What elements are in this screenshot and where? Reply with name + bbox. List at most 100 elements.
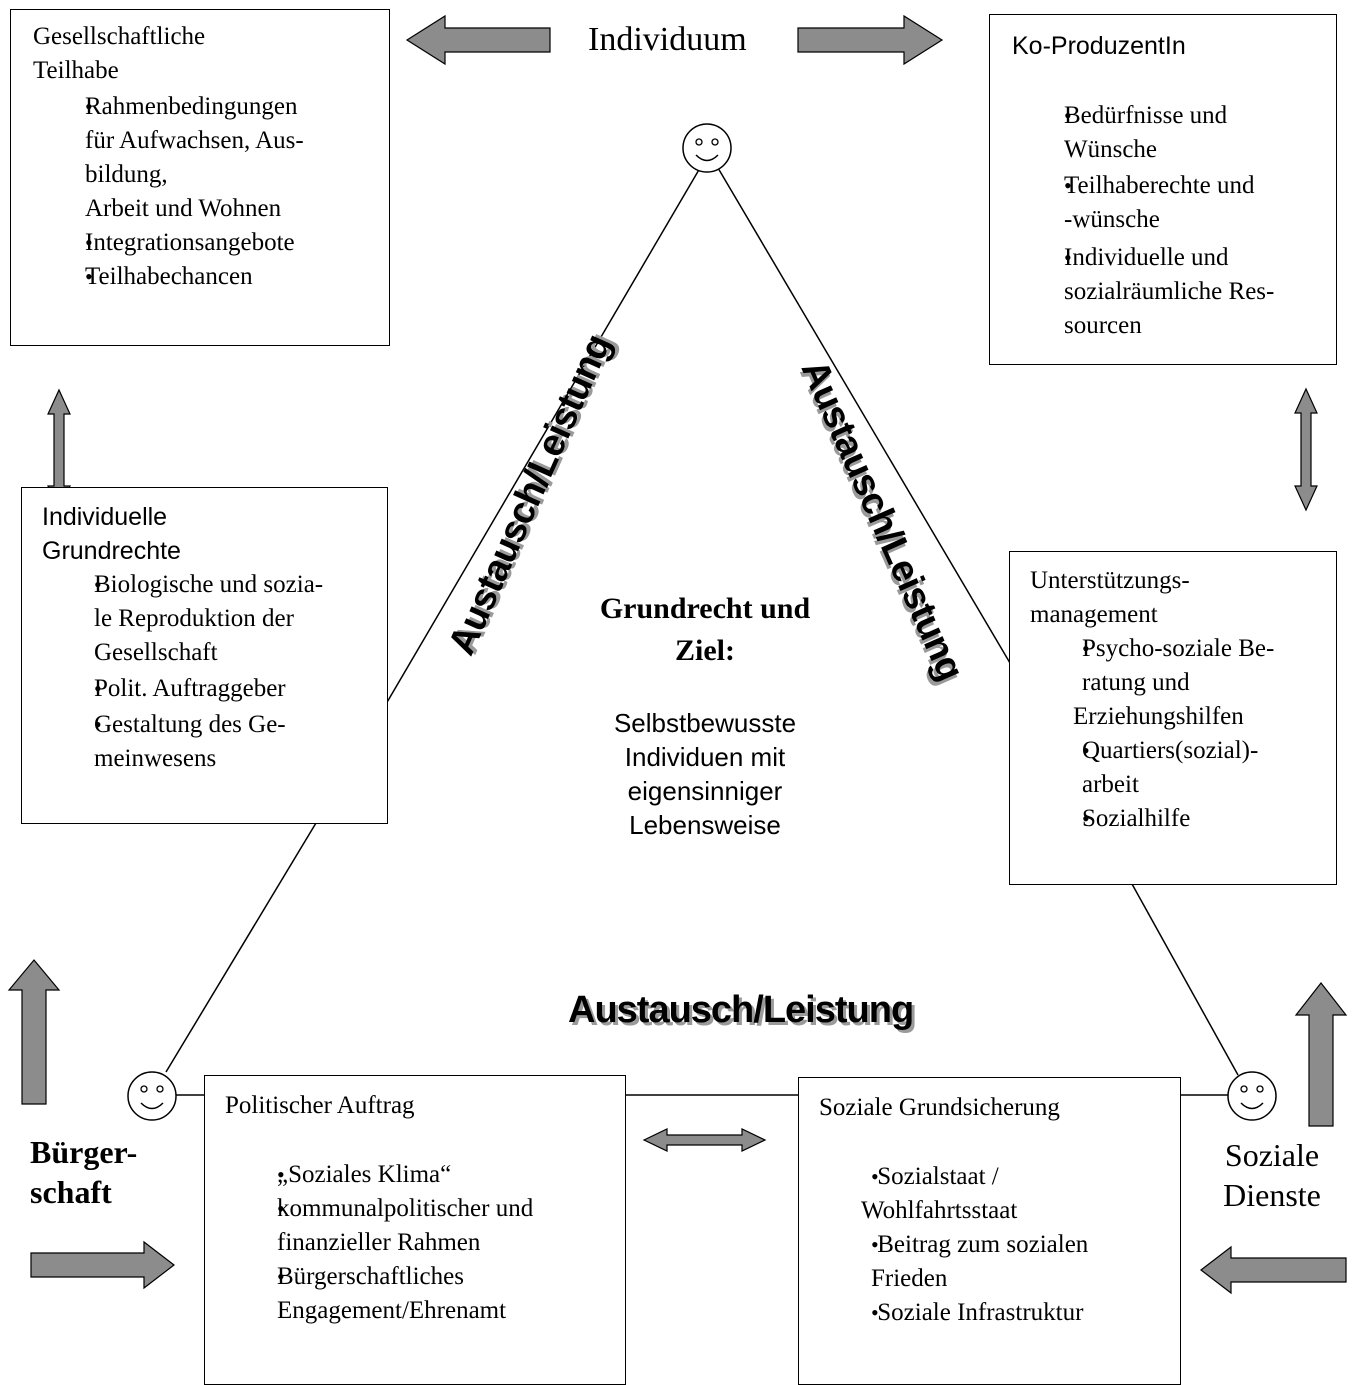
center-body: Selbstbewusste Individuen mit eigensinni… bbox=[540, 706, 870, 842]
triangle-edge-left-upper bbox=[385, 167, 701, 705]
list-item-line: ratung und bbox=[1082, 669, 1190, 696]
list-item-line: le Reproduktion der bbox=[94, 605, 294, 632]
double-arrow-vertical-icon bbox=[1294, 387, 1318, 512]
center-heading-line: Grundrecht und bbox=[599, 592, 811, 625]
list-item-line: bildung, bbox=[85, 161, 168, 188]
list-item-line: Sozialstaat / bbox=[871, 1163, 999, 1190]
corner-label-line: Soziale bbox=[1224, 1137, 1320, 1173]
bullet-list: Biologische und sozia- le Reproduktion d… bbox=[42, 568, 382, 776]
list-item-line: Individuelle und bbox=[1064, 244, 1229, 271]
list-item: Gestaltung des Ge- meinwesens bbox=[42, 708, 382, 776]
list-item: „Soziales Klima“ bbox=[225, 1158, 625, 1192]
list-item-line: Beitrag zum sozialen bbox=[871, 1231, 1089, 1258]
list-item: Individuelle und sozialräumliche Res- so… bbox=[1012, 241, 1322, 343]
bullet-list: Rahmenbedingungen für Aufwachsen, Aus- b… bbox=[33, 90, 383, 294]
list-item-line: Wohlfahrtsstaat bbox=[861, 1197, 1018, 1224]
box-title-line: Unterstützungs- bbox=[1030, 567, 1190, 594]
list-item-line: Teilhabechancen bbox=[85, 263, 253, 290]
list-item: Teilhabechancen bbox=[33, 260, 383, 294]
list-item: Rahmenbedingungen für Aufwachsen, Aus- b… bbox=[33, 90, 383, 226]
list-item: Polit. Auftraggeber bbox=[42, 672, 382, 706]
box-title-line: Grundrechte bbox=[42, 537, 181, 565]
smiley-icon bbox=[127, 1071, 177, 1121]
arrow-up-icon bbox=[7, 959, 61, 1105]
list-item-line: Gesellschaft bbox=[94, 639, 218, 666]
bullet-list: Sozialstaat / Wohlfahrtsstaat Beitrag zu… bbox=[819, 1160, 1179, 1330]
list-item: kommunalpolitischer und finanzieller Rah… bbox=[225, 1192, 625, 1260]
corner-label-line: Dienste bbox=[1223, 1177, 1321, 1213]
arrow-right-icon bbox=[30, 1240, 175, 1290]
triangle-edge-left-lower bbox=[165, 822, 317, 1073]
arrow-left-icon bbox=[1200, 1245, 1347, 1295]
center-heading: Grundrecht und Ziel: bbox=[540, 588, 870, 672]
arrow-left-icon bbox=[405, 14, 551, 66]
smiley-icon bbox=[1227, 1071, 1277, 1121]
list-item-line: Erziehungshilfen bbox=[1073, 703, 1244, 730]
box-title-line: Teilhabe bbox=[33, 57, 119, 84]
list-item-line: sozialräumliche Res- bbox=[1064, 278, 1275, 305]
center-heading-line: Ziel: bbox=[675, 634, 735, 667]
exchange-label-bottom: Austausch/Leistung bbox=[568, 989, 914, 1031]
list-item: Soziale Infrastruktur bbox=[819, 1296, 1179, 1330]
list-item-line: für Aufwachsen, Aus- bbox=[85, 127, 304, 154]
list-item-line: Biologische und sozia- bbox=[94, 571, 324, 598]
list-item-line: Arbeit und Wohnen bbox=[85, 195, 282, 222]
list-item-line: -wünsche bbox=[1064, 206, 1160, 233]
box-title-line: Gesellschaftliche bbox=[33, 23, 206, 50]
list-item-line: sourcen bbox=[1064, 312, 1142, 339]
box-title-line: Individuelle bbox=[42, 503, 168, 531]
arrow-up-icon bbox=[1294, 982, 1348, 1127]
list-item: Beitrag zum sozialen Frieden bbox=[819, 1228, 1179, 1296]
soziale-dienste-label: Soziale Dienste bbox=[1212, 1135, 1332, 1215]
list-item-line: Psycho-soziale Be- bbox=[1082, 635, 1275, 662]
box-title-line: management bbox=[1030, 601, 1158, 628]
list-item-line: Sozialhilfe bbox=[1082, 805, 1191, 832]
buergerschaft-label: Bürger- schaft bbox=[30, 1132, 137, 1212]
list-item-line: finanzieller Rahmen bbox=[277, 1229, 481, 1256]
list-item: Biologische und sozia- le Reproduktion d… bbox=[42, 568, 382, 670]
list-item-line: Soziale Infrastruktur bbox=[871, 1299, 1084, 1326]
list-item-line: kommunalpolitischer und bbox=[277, 1195, 534, 1222]
triangle-edge-right-upper bbox=[717, 167, 1011, 664]
box-title: Politischer Auftrag bbox=[225, 1092, 415, 1119]
list-item: Quartiers(sozial)- arbeit bbox=[1030, 734, 1330, 802]
list-item-line: Teilhaberechte und bbox=[1064, 172, 1255, 199]
list-item-line: Wünsche bbox=[1064, 136, 1158, 163]
list-item: Psycho-soziale Be- ratung und Erziehungs… bbox=[1030, 632, 1330, 734]
list-item-line: „Soziales Klima“ bbox=[277, 1161, 452, 1188]
box-politischer-auftrag: Politischer Auftrag „Soziales Klima“ kom… bbox=[204, 1075, 626, 1385]
box-title: Unterstützungs- management bbox=[1030, 564, 1190, 632]
list-item-line: Polit. Auftraggeber bbox=[94, 675, 286, 702]
double-arrow-horizontal-icon bbox=[642, 1128, 767, 1152]
triangle-lines bbox=[165, 167, 1239, 1096]
box-soziale-grundsicherung: Soziale Grundsicherung Sozialstaat / Woh… bbox=[798, 1077, 1181, 1385]
list-item-line: Engagement/Ehrenamt bbox=[277, 1297, 507, 1324]
bullet-list: Psycho-soziale Be- ratung und Erziehungs… bbox=[1030, 632, 1330, 836]
box-title: Ko-ProduzentIn bbox=[1012, 32, 1186, 60]
list-item: Teilhaberechte und -wünsche bbox=[1012, 169, 1322, 237]
individuum-label: Individuum bbox=[588, 21, 747, 58]
corner-label-line: schaft bbox=[30, 1174, 112, 1210]
list-item-line: Gestaltung des Ge- bbox=[94, 711, 286, 738]
list-item-line: Bürgerschaftliches bbox=[277, 1263, 464, 1290]
box-title: Gesellschaftliche Teilhabe bbox=[33, 20, 205, 88]
box-title: Individuelle Grundrechte bbox=[42, 500, 181, 568]
box-title: Soziale Grundsicherung bbox=[819, 1094, 1060, 1121]
triangle-edge-right-lower bbox=[1131, 883, 1239, 1076]
box-unterstuetzungsmanagement: Unterstützungs- management Psycho-sozial… bbox=[1009, 551, 1337, 885]
corner-label-line: Bürger- bbox=[30, 1134, 138, 1170]
center-body-line: Individuen mit bbox=[624, 742, 786, 772]
arrow-right-icon bbox=[797, 14, 944, 66]
list-item-line: Integrationsangebote bbox=[85, 229, 295, 256]
list-item-line: Frieden bbox=[871, 1265, 948, 1292]
box-individuelle-grundrechte: Individuelle Grundrechte Biologische und… bbox=[21, 487, 388, 824]
list-item-line: Rahmenbedingungen bbox=[85, 93, 298, 120]
list-item: Bürgerschaftliches Engagement/Ehrenamt bbox=[225, 1260, 625, 1328]
list-item-line: meinwesens bbox=[94, 745, 217, 772]
list-item: Bedürfnisse und Wünsche bbox=[1012, 99, 1322, 167]
list-item: Integrationsangebote bbox=[33, 226, 383, 260]
center-body-line: eigensinniger bbox=[627, 776, 783, 806]
list-item-line: Quartiers(sozial)- bbox=[1082, 737, 1259, 764]
